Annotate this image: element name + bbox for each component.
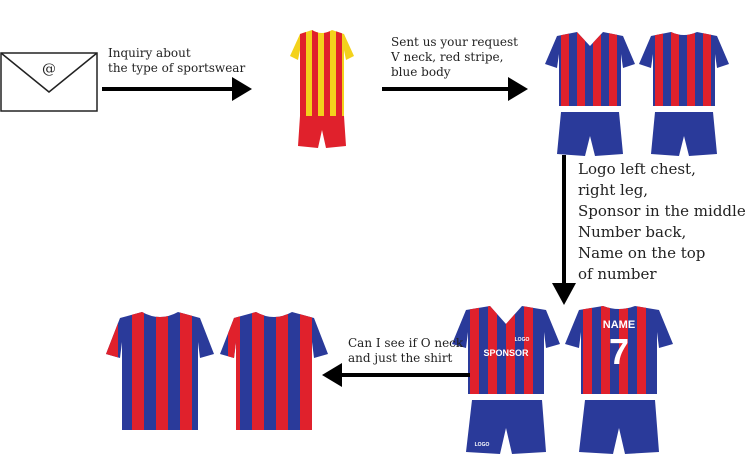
oneck-shirt-1 [106, 312, 214, 430]
design-line-3: Sponsor in the middle [578, 202, 746, 220]
arrow-right-2 [382, 77, 528, 101]
number-text: 7 [609, 331, 629, 372]
design-kit-back: NAME 7 [565, 306, 673, 454]
design-line-1: Logo left chest, [578, 160, 696, 178]
arrow-down [552, 155, 576, 305]
request-line-3: blue body [391, 65, 451, 79]
inquiry-line-2: the type of sportswear [108, 61, 246, 75]
design-caption: Logo left chest, right leg, Sponsor in t… [578, 159, 746, 285]
inquiry-caption: Inquiry about the type of sportswear [108, 46, 245, 76]
leg-logo-text: LOGO [475, 442, 490, 448]
revision-line-2: and just the shirt [348, 351, 453, 365]
sponsor-text: SPONSOR [483, 348, 529, 358]
design-line-2: right leg, [578, 181, 649, 199]
request-line-1: Sent us your request [391, 35, 519, 49]
design-line-4: Number back, [578, 223, 687, 241]
design-kit-front: SPONSOR LOGO LOGO [452, 306, 560, 454]
name-text: NAME [603, 319, 635, 331]
chest-logo-text: LOGO [515, 337, 530, 343]
arrow-right-1 [102, 77, 252, 101]
inquiry-line-1: Inquiry about [108, 46, 191, 60]
request-caption: Sent us your request V neck, red stripe,… [391, 35, 518, 80]
design-line-6: of number [578, 265, 657, 283]
request-kit-front [545, 32, 635, 156]
design-line-5: Name on the top [578, 244, 706, 262]
at-symbol: @ [42, 61, 56, 77]
arrow-left [322, 363, 470, 387]
revision-caption: Can I see if O neck and just the shirt [348, 336, 463, 366]
revision-line-1: Can I see if O neck [348, 336, 464, 350]
envelope-icon: @ [0, 52, 98, 112]
sample-kit-yellow-red [290, 30, 354, 148]
request-kit-back [639, 32, 729, 156]
request-line-2: V neck, red stripe, [391, 50, 504, 64]
oneck-shirt-2 [220, 312, 328, 430]
